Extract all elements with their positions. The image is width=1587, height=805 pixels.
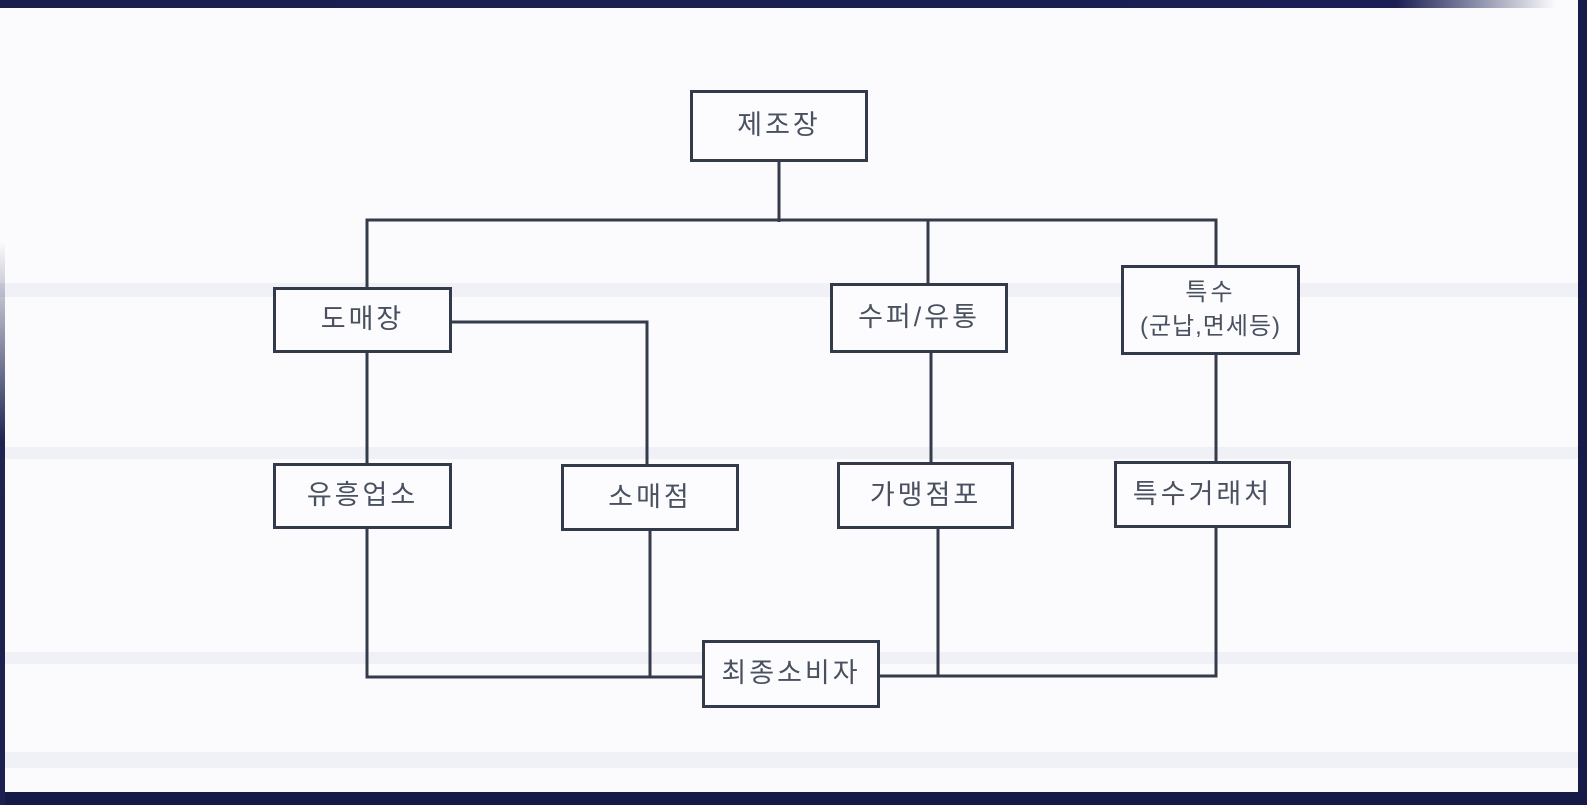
node-super-distribution-label: 수퍼/유통 — [858, 302, 980, 333]
node-retail-store: 소매점 — [561, 464, 739, 531]
edge-wholesale-retail — [452, 320, 649, 464]
node-franchise-store: 가맹점포 — [837, 462, 1014, 529]
edge-bus-wholesale-special — [365, 218, 1218, 287]
node-factory-label: 제조장 — [737, 110, 821, 141]
node-special-accounts: 특수거래처 — [1114, 461, 1291, 528]
node-special-accounts-label: 특수거래처 — [1132, 478, 1273, 509]
node-super-distribution: 수퍼/유통 — [830, 283, 1008, 353]
node-wholesale: 도매장 — [273, 287, 452, 353]
node-special-sublabel: (군납,면세등) — [1139, 313, 1282, 340]
node-final-consumer-label: 최종소비자 — [721, 658, 861, 689]
node-special: 특수 (군납,면세등) — [1121, 265, 1300, 355]
node-retail-store-label: 소매점 — [608, 481, 692, 512]
node-wholesale-label: 도매장 — [320, 304, 405, 335]
node-entertainment-venue: 유흥업소 — [273, 463, 452, 529]
scan-border-bottom — [0, 792, 1587, 805]
node-entertainment-venue-label: 유흥업소 — [306, 480, 419, 511]
node-factory: 제조장 — [690, 90, 868, 162]
node-special-label: 특수 — [1185, 279, 1236, 306]
node-franchise-store-label: 가맹점포 — [869, 479, 982, 510]
edge-right-consumer-bus — [880, 528, 1218, 678]
scan-band — [0, 447, 1587, 459]
scan-border-top — [0, 0, 1587, 8]
scan-border-right — [1578, 0, 1587, 805]
node-final-consumer: 최종소비자 — [702, 640, 880, 708]
scan-border-left — [0, 0, 5, 805]
edge-left-consumer-bus — [365, 529, 702, 679]
scan-band — [0, 752, 1587, 768]
